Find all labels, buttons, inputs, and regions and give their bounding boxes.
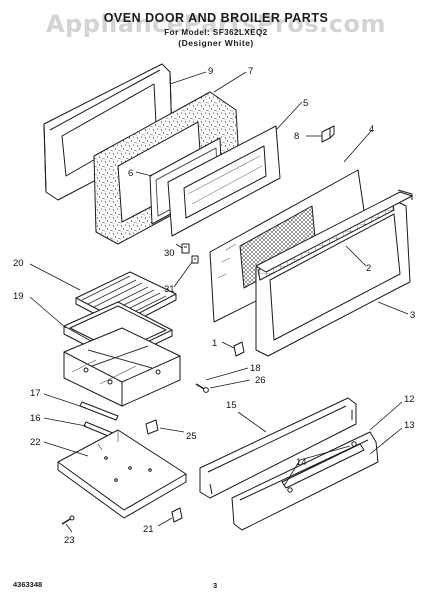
drawer-front-inner	[199, 397, 357, 499]
callout-16: 16	[30, 413, 41, 424]
watermark: AppliancePartsPros.com	[46, 10, 386, 38]
callout-22: 22	[30, 437, 41, 448]
broiler-bottom-shield	[57, 429, 187, 519]
callout-2: 2	[366, 263, 371, 274]
callout-25: 25	[186, 431, 197, 442]
shield-screw	[61, 515, 75, 525]
callout-6: 6	[128, 168, 133, 179]
callout-labels: 9 7 5 8 4 6 3 2 30 31 20 19 1 18 26 17 1…	[13, 66, 415, 546]
callout-23: 23	[64, 535, 75, 546]
callout-1: 1	[212, 338, 217, 349]
callout-14: 14	[296, 457, 307, 468]
page-number: 3	[213, 581, 218, 590]
shield-clip	[171, 507, 183, 523]
door-inner-frame	[43, 63, 173, 201]
broiler-drawer-tray	[63, 327, 181, 407]
callout-3: 3	[410, 310, 415, 321]
callout-17: 17	[30, 388, 41, 399]
callout-15: 15	[226, 400, 237, 411]
callout-19: 19	[13, 291, 24, 302]
callout-31: 31	[164, 284, 175, 295]
callout-5: 5	[303, 98, 308, 109]
door-clip	[321, 125, 335, 143]
door-handle	[255, 189, 413, 273]
callout-26: 26	[255, 375, 266, 386]
callout-9: 9	[208, 66, 213, 77]
model-line: For Model: SF362LXEQ2	[164, 28, 268, 37]
hinge-bracket	[181, 243, 199, 264]
callout-4: 4	[369, 124, 374, 135]
callout-13: 13	[404, 420, 415, 431]
window-glass-frame	[167, 125, 281, 237]
callout-8: 8	[294, 131, 299, 142]
door-latch-clip	[233, 341, 245, 357]
diagram-title: OVEN DOOR AND BROILER PARTS	[103, 11, 329, 25]
callout-21: 21	[143, 524, 154, 535]
callout-12: 12	[404, 394, 415, 405]
drawer-trim-strip	[281, 441, 365, 493]
document-number: 4363348	[13, 580, 43, 589]
callout-20: 20	[13, 258, 24, 269]
callout-18: 18	[250, 363, 261, 374]
callout-7: 7	[248, 66, 253, 77]
variant-label: (Designer White)	[178, 38, 254, 48]
callout-30: 30	[164, 248, 175, 259]
broiler-screw	[145, 383, 209, 435]
callout-leader-lines	[29, 71, 409, 533]
